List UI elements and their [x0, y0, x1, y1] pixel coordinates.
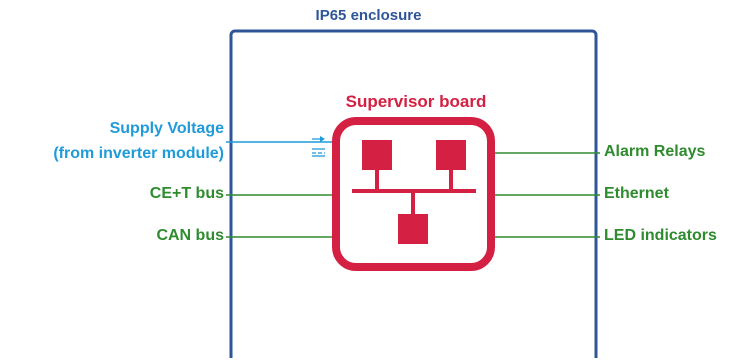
cet-bus-label: CE+T bus [149, 185, 224, 202]
supply-voltage-sublabel: (from inverter module) [53, 145, 224, 162]
can-bus-label: CAN bus [156, 227, 224, 244]
enclosure-title: IP65 enclosure [315, 7, 422, 24]
supply-arrow-icon [320, 136, 325, 142]
ethernet-label: Ethernet [604, 185, 669, 202]
led-indicators-label: LED indicators [604, 227, 717, 244]
supply-voltage-label: Supply Voltage [109, 120, 224, 137]
network-icon [352, 140, 476, 244]
enclosure-box [229, 29, 598, 363]
alarm-relays-label: Alarm Relays [604, 143, 706, 160]
supervisor-board-title: Supervisor board [345, 92, 487, 111]
dc-symbol-icon [312, 138, 325, 157]
